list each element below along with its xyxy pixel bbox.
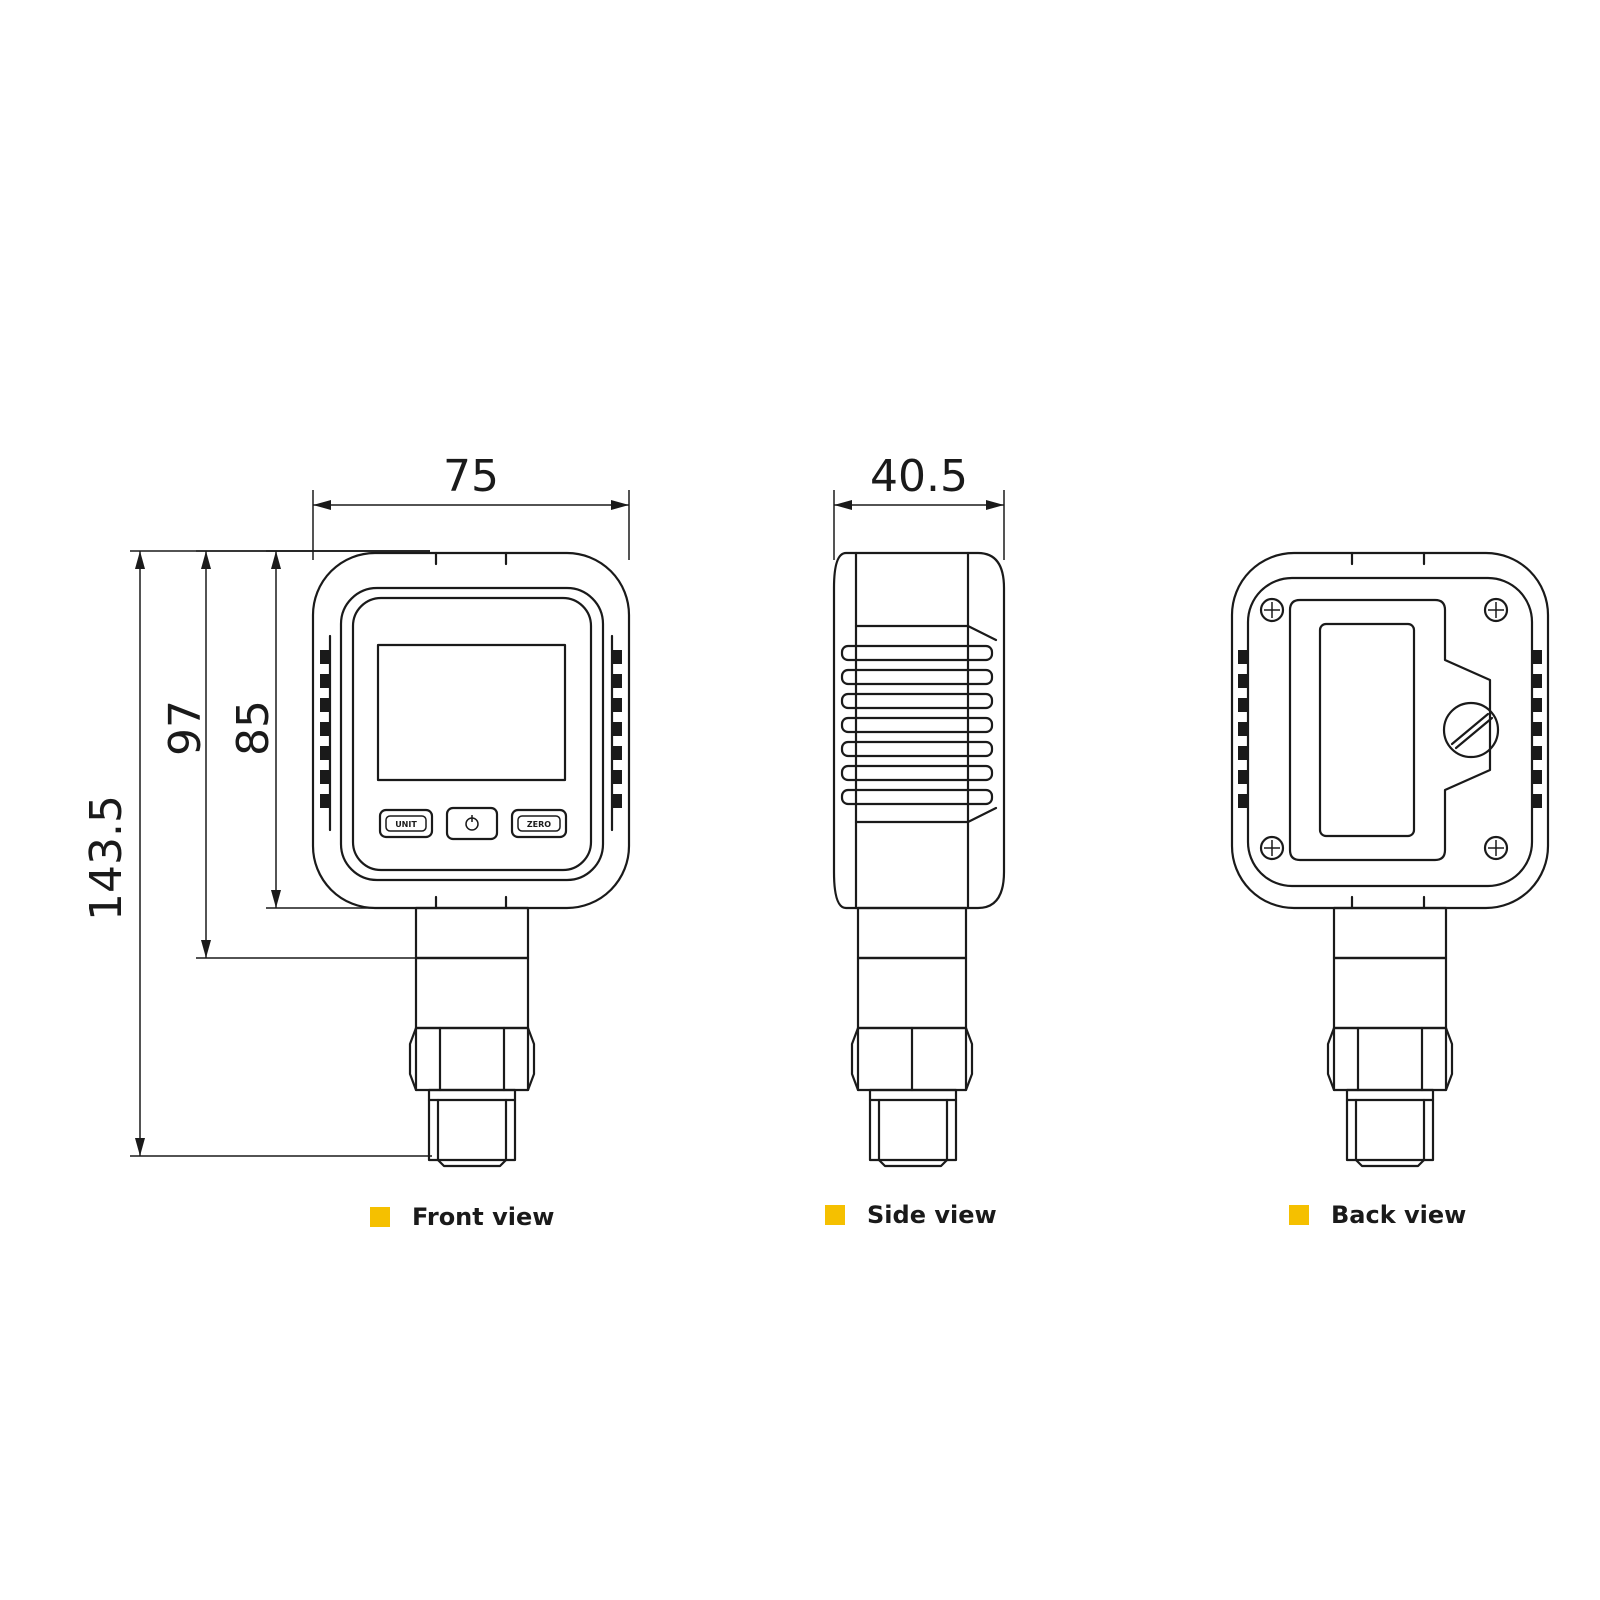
- dimension-front-width: 75: [312, 451, 630, 560]
- back-view-caption: Back view: [1289, 1201, 1466, 1229]
- back-slotted-cap: [1442, 701, 1500, 759]
- side-hex-nut: [850, 1026, 974, 1092]
- dimension-97-label: 97: [160, 700, 211, 756]
- svg-text:ZERO: ZERO: [527, 820, 551, 829]
- front-hex-nut: [408, 1026, 536, 1092]
- front-view-caption: Front view: [370, 1203, 554, 1231]
- unit-button: UNIT: [378, 808, 434, 839]
- yellow-square-icon: [1289, 1205, 1309, 1225]
- back-left-grip: [1238, 650, 1248, 808]
- zero-button: ZERO: [510, 808, 568, 839]
- dimension-85-label: 85: [228, 700, 279, 756]
- back-view-label: Back view: [1331, 1201, 1467, 1229]
- back-window: [1318, 622, 1416, 838]
- back-hex-nut: [1326, 1026, 1454, 1092]
- side-thread: [868, 1088, 958, 1168]
- yellow-square-icon: [825, 1205, 845, 1225]
- front-view-drawing: UNIT ZERO: [311, 551, 631, 1168]
- side-view-caption: Side view: [825, 1201, 997, 1229]
- dimension-height-85: 85: [228, 550, 436, 909]
- yellow-square-icon: [370, 1207, 390, 1227]
- power-button: [445, 806, 499, 841]
- back-thread: [1345, 1088, 1435, 1168]
- back-view-drawing: [1230, 551, 1550, 1168]
- front-view-label: Front view: [412, 1203, 555, 1231]
- dimension-40-5-label: 40.5: [870, 451, 968, 502]
- back-plate: [1288, 598, 1492, 862]
- side-view-label: Side view: [867, 1201, 997, 1229]
- front-right-grip: [612, 650, 622, 808]
- dimension-75-label: 75: [443, 451, 499, 502]
- dimension-143-5-label: 143.5: [81, 795, 132, 921]
- back-screws: [1259, 597, 1509, 861]
- dimension-height-97: 97: [160, 550, 430, 959]
- side-fins: [840, 624, 998, 824]
- front-thread: [427, 1088, 517, 1168]
- back-right-grip: [1532, 650, 1542, 808]
- front-display: [376, 643, 567, 782]
- dimension-height-143-5: 143.5: [81, 550, 432, 1157]
- side-view-drawing: [832, 551, 1006, 1168]
- svg-text:UNIT: UNIT: [395, 820, 417, 829]
- front-left-grip: [320, 650, 330, 808]
- front-stem: [414, 906, 530, 960]
- dimension-side-width: 40.5: [833, 451, 1005, 560]
